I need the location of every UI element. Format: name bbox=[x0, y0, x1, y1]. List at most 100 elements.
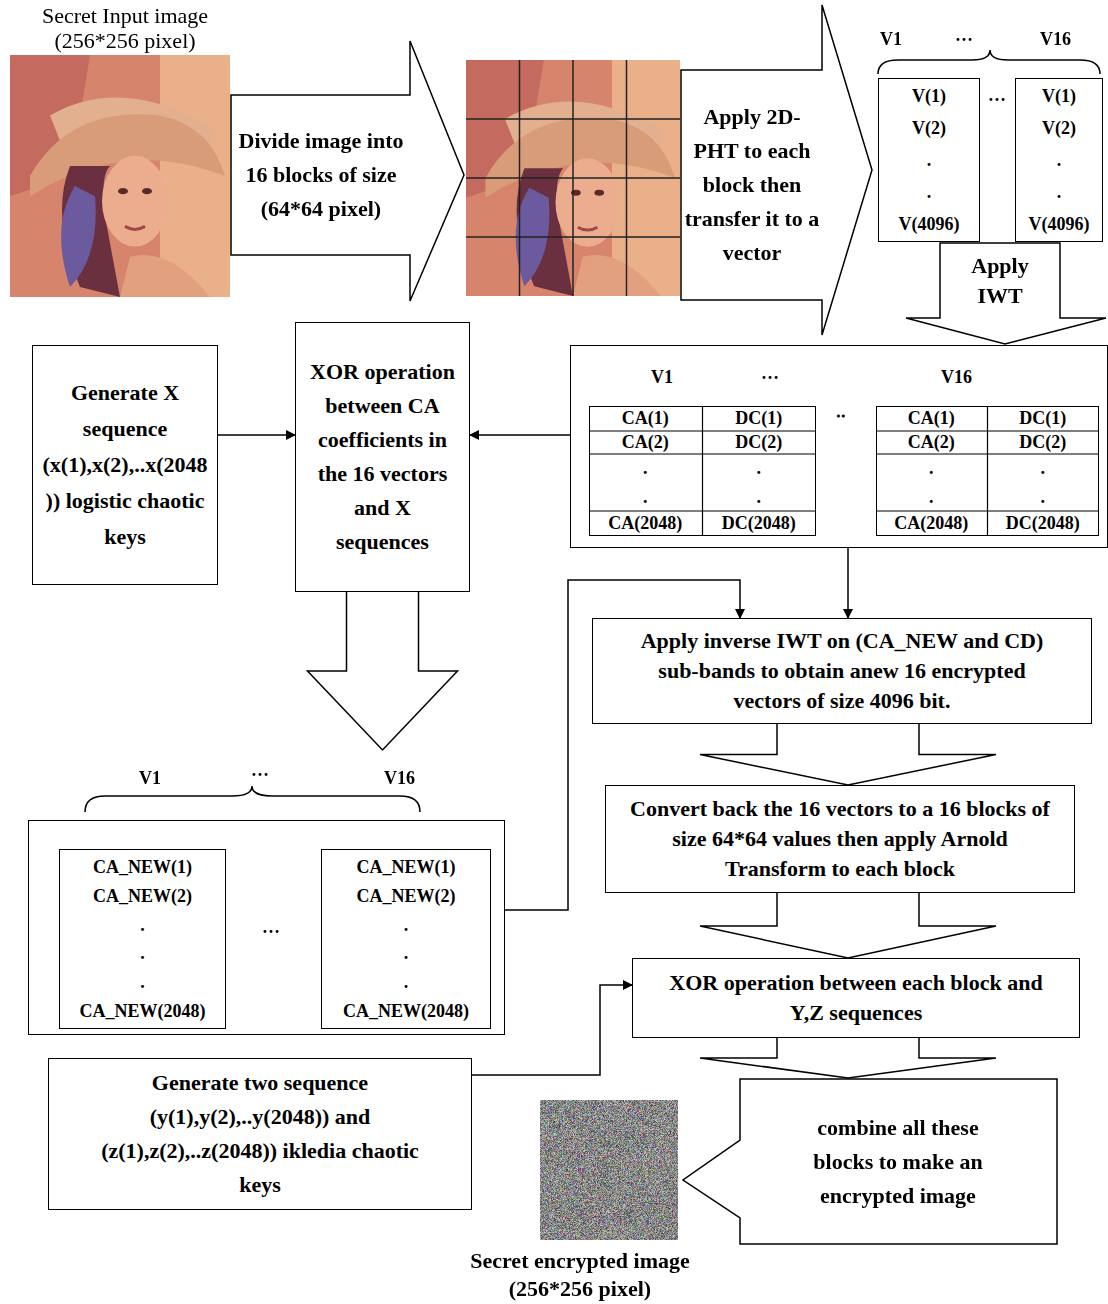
key-box: Generate two sequence (y(1),y(2),..y(204… bbox=[48, 1058, 472, 1210]
table-cell: CA(2) bbox=[589, 431, 703, 454]
table-cell: . bbox=[987, 483, 1099, 511]
list-entry: . bbox=[927, 149, 932, 171]
panel-heading: … bbox=[761, 362, 779, 384]
cell-text: CA(1) bbox=[908, 407, 955, 429]
cell-text: . bbox=[757, 486, 762, 508]
vector-label: ‥ bbox=[836, 400, 846, 422]
brace bbox=[85, 786, 420, 812]
panel-heading: V16 bbox=[384, 767, 415, 789]
table-cell: . bbox=[589, 483, 703, 511]
node-text: Apply 2D-PHT to each block then transfer… bbox=[682, 100, 822, 270]
table-cell: DC(2) bbox=[987, 431, 1099, 454]
process-box: XOR operation between CA coefficients in… bbox=[295, 322, 470, 592]
vector-box: V(1)V(2)..V(4096) bbox=[1015, 78, 1103, 242]
process-box: Convert back the 16 vectors to a 16 bloc… bbox=[605, 785, 1075, 893]
input-image bbox=[10, 55, 230, 297]
list-entry: . bbox=[140, 942, 145, 964]
flow-arrow bbox=[308, 592, 458, 750]
table-cell: CA(2) bbox=[876, 431, 988, 454]
coefficient-table: CA(1)DC(1)CA(2)DC(2)....CA(2048)DC(2048) bbox=[876, 406, 1099, 536]
vector-box: CA_NEW(1)CA_NEW(2)...CA_NEW(2048) bbox=[321, 849, 491, 1029]
list-entry: V(4096) bbox=[899, 213, 960, 235]
text-area: Apply 2D-PHT to each block then transfer… bbox=[682, 74, 822, 296]
vector-label: V1 bbox=[880, 28, 902, 50]
text-area: Generate two sequence (y(1),y(2),..y(204… bbox=[96, 1066, 424, 1202]
vector-label: … bbox=[262, 916, 280, 938]
node-text: Apply inverse IWT on (CA_NEW and CD) sub… bbox=[623, 626, 1061, 716]
table-cell: CA(2048) bbox=[876, 511, 988, 536]
cell-text: CA(2) bbox=[908, 431, 955, 453]
list-entry: CA_NEW(2) bbox=[93, 885, 192, 907]
node-text: Apply IWT bbox=[960, 251, 1040, 311]
table-cell: CA(2048) bbox=[589, 511, 703, 536]
process-box: Apply inverse IWT on (CA_NEW and CD) sub… bbox=[592, 618, 1092, 724]
list-entry: V(2) bbox=[1042, 117, 1076, 139]
grid-line bbox=[701, 406, 702, 536]
arrow-outline bbox=[680, 0, 874, 338]
key-box: Generate X sequence (x(1),x(2),..x(2048)… bbox=[32, 345, 218, 585]
panel-heading: V16 bbox=[941, 366, 972, 388]
list-entry: CA_NEW(2048) bbox=[343, 1000, 469, 1022]
cell-text: CA(1) bbox=[622, 407, 669, 429]
list-entry: . bbox=[1057, 149, 1062, 171]
image-heading-node: Secret Input image (256*256 pixel) bbox=[10, 3, 240, 298]
node-text: Divide image into 16 blocks of size (64*… bbox=[232, 124, 410, 226]
list-entry: CA_NEW(2) bbox=[357, 885, 456, 907]
label-holder: ‥ bbox=[836, 400, 846, 422]
table-cell: . bbox=[876, 454, 988, 482]
cell-text: DC(2) bbox=[1019, 431, 1066, 453]
cell-text: CA(2048) bbox=[894, 512, 968, 534]
label-holder: V16 bbox=[1040, 28, 1071, 50]
node-text: combine all these blocks to make an encr… bbox=[798, 1111, 998, 1213]
text-area: XOR operation between CA coefficients in… bbox=[306, 355, 459, 559]
label-holder: V1 bbox=[880, 28, 902, 50]
heading-cell: V1 bbox=[651, 366, 673, 388]
arrow-shape bbox=[231, 41, 464, 301]
node-text: Generate X sequence (x(1),x(2),..x(2048)… bbox=[39, 375, 211, 555]
flow-arrow bbox=[700, 893, 996, 958]
arrow-shape bbox=[681, 5, 872, 335]
cell-text: . bbox=[643, 486, 648, 508]
arrow-shape bbox=[683, 1079, 1057, 1244]
table-cell: DC(1) bbox=[702, 406, 816, 431]
cell-text: . bbox=[757, 457, 762, 479]
flow-arrow bbox=[218, 434, 295, 436]
cell-text: DC(1) bbox=[1019, 407, 1066, 429]
table-cell: CA(1) bbox=[589, 406, 703, 431]
node-text: Generate two sequence (y(1),y(2),..y(204… bbox=[96, 1066, 424, 1202]
flow-arrow bbox=[700, 1038, 996, 1078]
panel-heading: V1 bbox=[139, 767, 161, 789]
list-entry: V(1) bbox=[1042, 85, 1076, 107]
flow-arrow bbox=[470, 434, 570, 436]
heading-cell: … bbox=[761, 362, 779, 384]
encrypted-image bbox=[540, 1100, 678, 1240]
heading-cell: V16 bbox=[384, 767, 415, 789]
node-text: XOR operation between each block and Y,Z… bbox=[663, 968, 1049, 1028]
brace bbox=[878, 50, 1100, 74]
cell-text: DC(2048) bbox=[722, 512, 796, 534]
cell-text: DC(2) bbox=[735, 431, 782, 453]
vector-box: V(1)V(2)..V(4096) bbox=[878, 78, 980, 242]
process-box: XOR operation between each block and Y,Z… bbox=[632, 958, 1080, 1038]
table-cell: DC(2048) bbox=[702, 511, 816, 536]
table-cell: . bbox=[589, 454, 703, 482]
text-area: Generate X sequence (x(1),x(2),..x(2048)… bbox=[39, 375, 211, 555]
block-arrow: Apply IWT bbox=[905, 242, 1108, 345]
flow-arrow bbox=[847, 548, 849, 618]
arrow-shape bbox=[906, 243, 1106, 344]
text-area: Convert back the 16 vectors to a 16 bloc… bbox=[626, 794, 1054, 884]
divided-image bbox=[466, 60, 680, 296]
grid-line bbox=[986, 406, 987, 536]
list-entry: CA_NEW(1) bbox=[93, 856, 192, 878]
block-arrow: combine all these blocks to make an encr… bbox=[682, 1078, 1058, 1245]
cell-text: . bbox=[929, 486, 934, 508]
panel-heading: … bbox=[251, 759, 269, 781]
list-entry: V(2) bbox=[912, 117, 946, 139]
node-text: Secret encrypted image (256*256 pixel) bbox=[450, 1247, 710, 1303]
list-entry: CA_NEW(1) bbox=[357, 856, 456, 878]
cell-text: DC(1) bbox=[735, 407, 782, 429]
table-cell: DC(2048) bbox=[987, 511, 1099, 536]
vector-label: … bbox=[988, 84, 1006, 106]
heading-cell: V1 bbox=[139, 767, 161, 789]
cell-text: . bbox=[929, 457, 934, 479]
